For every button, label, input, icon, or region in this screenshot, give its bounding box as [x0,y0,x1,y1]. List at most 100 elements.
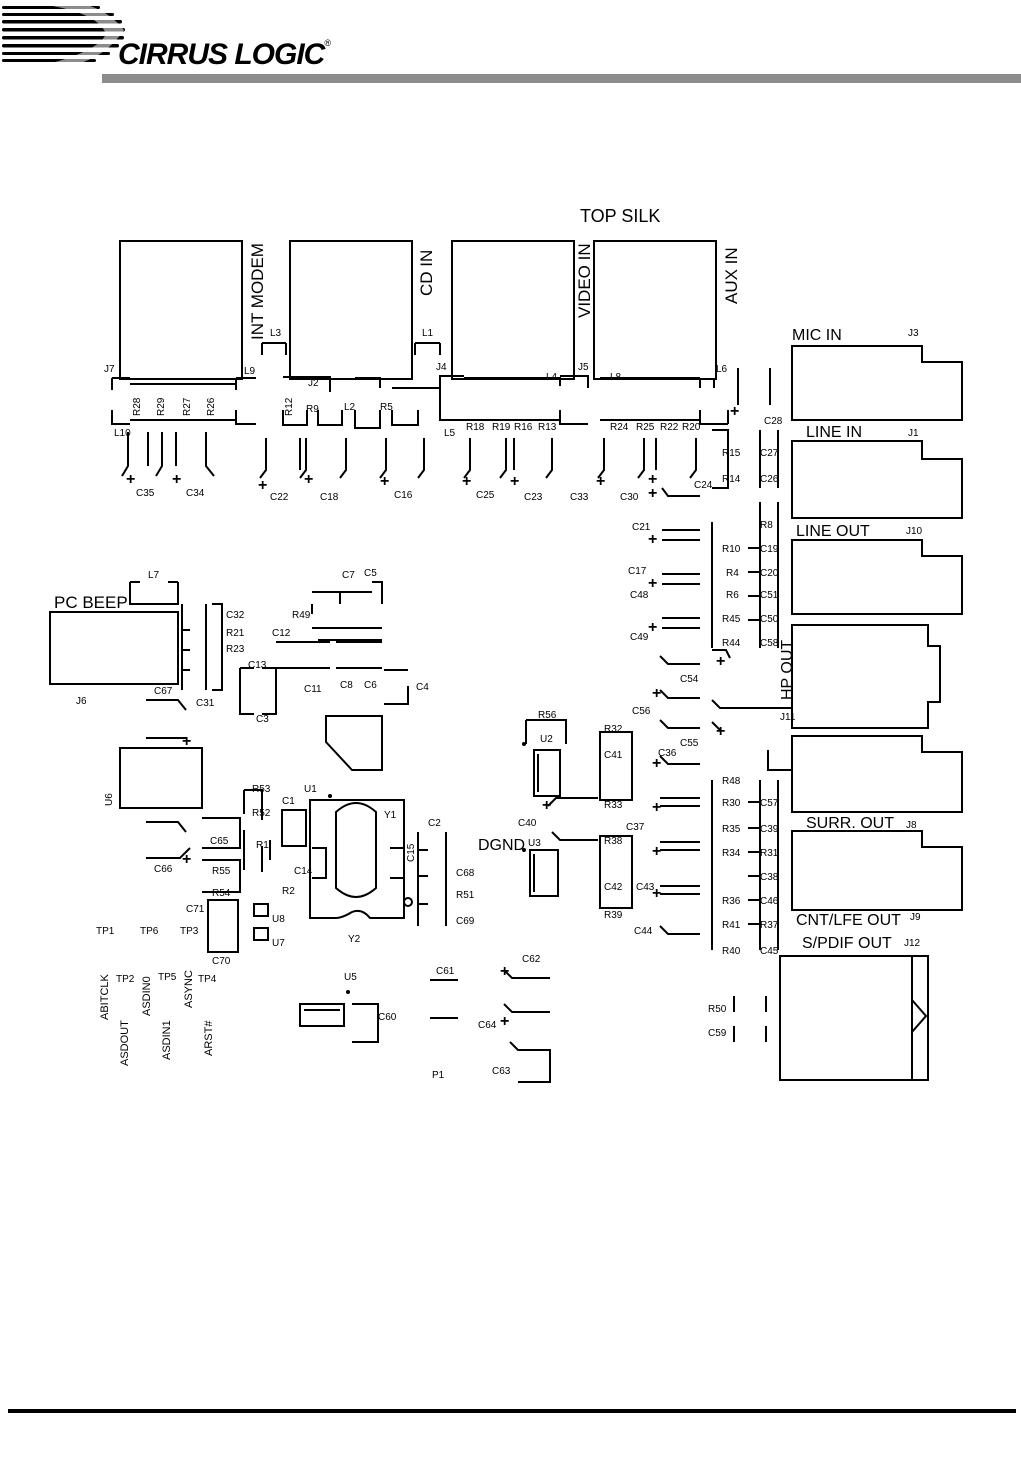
ref-j2: J2 [308,378,319,389]
ref-l3: L3 [270,328,282,339]
ref-c33: C33 [570,492,589,503]
ref-u2: U2 [540,734,553,745]
ref-c32: C32 [226,610,245,621]
ref-r14: R14 [722,474,741,485]
ref-r45: R45 [722,614,741,625]
ref-c38: C38 [760,872,779,883]
signal-abitclk: ABITCLK [99,973,111,1020]
ref-r39: R39 [604,910,623,921]
ref-c22: C22 [270,492,289,503]
ref-c70: C70 [212,956,231,967]
line-out-label: LINE OUT [796,523,870,540]
ref-tp4: TP4 [198,974,217,985]
plus-mark: + [126,471,135,488]
ref-r24: R24 [610,422,629,433]
line-in-label: LINE IN [806,424,862,441]
ref-c57: C57 [760,798,779,809]
ref-c61: C61 [436,966,455,977]
ref-c55: C55 [680,738,699,749]
ref-r1: R1 [256,840,269,851]
ref-c43: C43 [636,882,655,893]
ref-c65: C65 [210,836,229,847]
ref-c1: C1 [282,796,295,807]
ref-c45: C45 [760,946,779,957]
ref-j9: J9 [910,912,921,923]
plus-mark: + [304,471,313,488]
ref-r9: R9 [306,404,319,415]
ref-r32: R32 [604,724,623,735]
plus-mark: + [510,473,519,490]
ref-c8: C8 [340,680,353,691]
ref-r6: R6 [726,590,739,601]
plus-mark: + [648,619,657,636]
signal-asdin0: ASDIN0 [141,976,153,1016]
ref-j12: J12 [904,938,921,949]
ref-j10: J10 [906,526,923,537]
signal-async: ASYNC [183,970,195,1008]
page-header: CIRRUS LOGIC® [0,0,1021,90]
hp-out-jack [791,624,941,729]
surr-out-jack [791,735,963,813]
video-in-connector [451,240,575,380]
ref-c23: C23 [524,492,543,503]
ref-c58: C58 [760,638,779,649]
signal-arst: ARST# [203,1020,215,1056]
ref-c6: C6 [364,680,377,691]
ref-c4: C4 [416,682,429,693]
ref-c37: C37 [626,822,645,833]
ref-u3: U3 [528,838,541,849]
ref-l10: L10 [114,428,131,439]
plus-mark: + [258,477,267,494]
ref-j6: J6 [76,696,87,707]
ref-c36: C36 [658,748,677,759]
ref-l1: L1 [422,328,434,339]
ref-c35: C35 [136,488,155,499]
ref-r33: R33 [604,800,623,811]
ref-j8: J8 [906,820,917,831]
ref-r16: R16 [514,422,533,433]
ref-c49: C49 [630,632,649,643]
ref-r48: R48 [722,776,741,787]
cd-in-label: CD IN [417,250,436,296]
ref-c66: C66 [154,864,173,875]
mic-in-jack [791,345,963,421]
aux-in-connector [593,240,717,380]
plus-mark: + [716,723,725,740]
ref-l7: L7 [148,570,160,581]
plus-mark: + [648,575,657,592]
int-modem-connector [119,240,243,380]
plus-mark: + [182,733,191,750]
ref-tp6: TP6 [140,926,159,937]
video-in-label: VIDEO IN [575,243,594,318]
ref-c48: C48 [630,590,649,601]
ref-l4: L4 [546,372,558,383]
plus-mark: + [462,473,471,490]
ref-c13: C13 [248,660,267,671]
ref-c16: C16 [394,490,413,501]
aux-in-label: AUX IN [722,247,741,304]
ref-tp5: TP5 [158,972,177,983]
plus-mark: + [652,755,661,772]
ref-r53: R53 [252,784,271,795]
ref-l9: L9 [244,366,256,377]
ref-c56: C56 [632,706,651,717]
ref-u8: U8 [272,914,285,925]
ref-r20: R20 [682,422,701,433]
ref-p1: P1 [432,1070,445,1081]
ref-c31: C31 [196,698,215,709]
pc-beep-connector [49,611,179,685]
ref-l8: L8 [610,372,622,383]
plus-mark: + [652,843,661,860]
top-silk-title: TOP SILK [580,206,660,226]
ref-c44: C44 [634,926,653,937]
cnt-lfe-out-jack [791,830,963,911]
dgnd-label: DGND [478,837,525,854]
ref-r56: R56 [538,710,557,721]
ref-j11: J11 [780,712,796,723]
ref-c21: C21 [632,522,651,533]
ref-r22: R22 [660,422,679,433]
ref-c54: C54 [680,674,699,685]
ref-c15: C15 [406,843,417,862]
signal-asdin1: ASDIN1 [161,1020,173,1060]
plus-mark: + [182,851,191,868]
